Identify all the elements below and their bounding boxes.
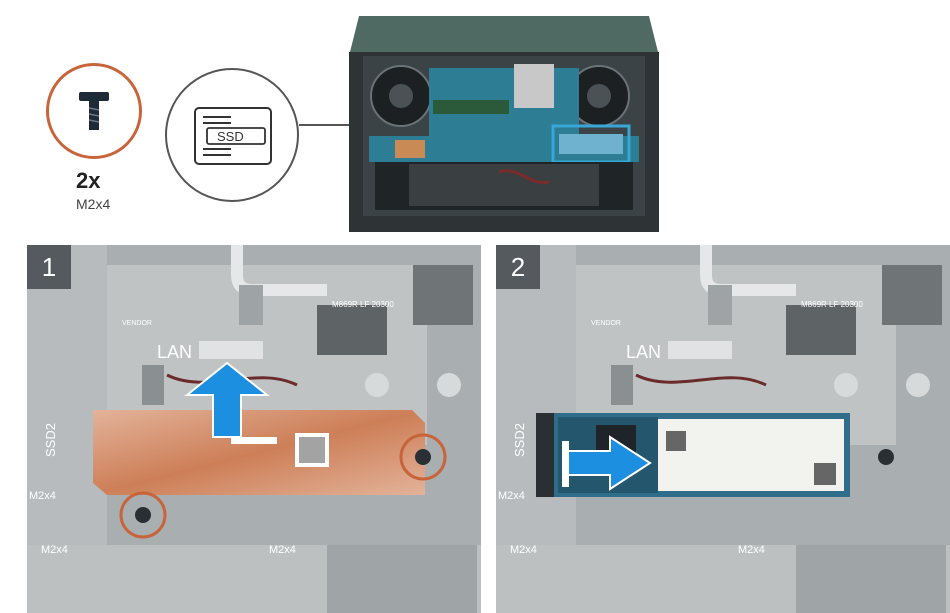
lift-arrow-icon xyxy=(184,361,277,444)
silk-screw-bottom-left: M2x4 xyxy=(510,544,537,556)
silk-slot: SSD2 xyxy=(512,423,527,457)
silk-chip: M869R LF 20300 xyxy=(801,300,863,309)
step-2-panel: LAN VENDOR M869R LF 20300 SSD2 M2x4 M2x4… xyxy=(496,245,950,613)
step-1-badge: 1 xyxy=(27,245,71,289)
silk-chip: M869R LF 20300 xyxy=(332,300,394,309)
ssd-icon: SSD xyxy=(194,107,272,165)
laptop-overview-image xyxy=(349,16,659,232)
silk-screw-bottom-right: M2x4 xyxy=(738,544,765,556)
silk-screw-bottom-right: M2x4 xyxy=(269,544,296,556)
screw-callout-circle xyxy=(46,63,142,159)
screw-icon xyxy=(79,92,109,130)
silk-lan: LAN xyxy=(626,342,661,362)
silk-vendor: VENDOR xyxy=(122,320,152,327)
step-2-badge: 2 xyxy=(496,245,540,289)
silk-vendor: VENDOR xyxy=(591,320,621,327)
step-1-panel: LAN VENDOR M869R LF 20300 SSD2 M2x4 M2x4… xyxy=(27,245,481,613)
silk-slot: SSD2 xyxy=(43,423,58,457)
step-2-image: LAN VENDOR M869R LF 20300 SSD2 M2x4 M2x4… xyxy=(496,245,950,613)
screw-quantity: 2x xyxy=(76,168,101,193)
step-1-image: LAN VENDOR M869R LF 20300 SSD2 M2x4 M2x4… xyxy=(27,245,481,613)
silk-screw-bottom-left: M2x4 xyxy=(41,544,68,556)
silk-screw-left: M2x4 xyxy=(29,490,56,502)
ssd-label: SSD xyxy=(217,129,244,144)
component-callout-circle: SSD xyxy=(165,68,299,202)
ssd-label-sticker xyxy=(658,419,844,491)
screw-size: M2x4 xyxy=(76,196,111,212)
screw-marker-2 xyxy=(399,433,447,481)
screw-marker-1 xyxy=(119,491,167,539)
m2-connector xyxy=(536,413,556,497)
silk-lan: LAN xyxy=(157,342,192,362)
silk-screw-left: M2x4 xyxy=(498,490,525,502)
insert-arrow-icon xyxy=(562,435,652,491)
